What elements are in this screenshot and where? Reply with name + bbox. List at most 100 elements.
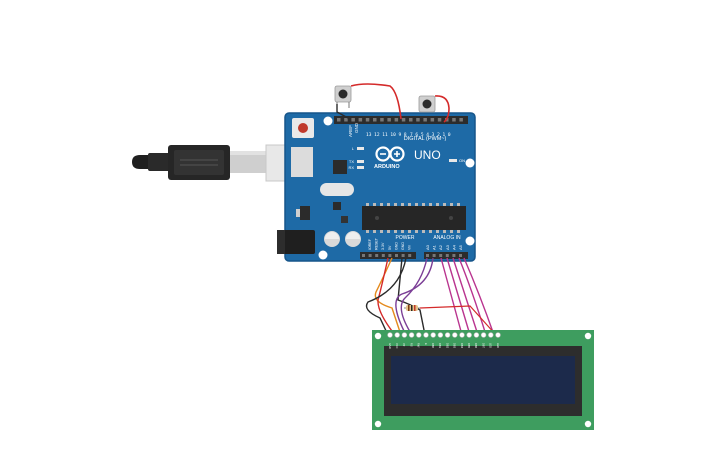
power-pin[interactable]: [381, 254, 385, 257]
analog-pin-label: A0: [425, 244, 430, 250]
power-header[interactable]: [360, 252, 416, 259]
wire-magenta-2[interactable]: [446, 257, 471, 336]
analog-pin[interactable]: [459, 254, 462, 257]
reset-button[interactable]: [292, 118, 314, 138]
digital-pin[interactable]: [437, 118, 442, 122]
analog-pin[interactable]: [452, 254, 456, 257]
led-rx: RX: [348, 165, 364, 170]
digital-pin[interactable]: [337, 118, 341, 122]
digital-header-label: DIGITAL (PWM~): [404, 136, 447, 142]
svg-text:TX: TX: [349, 159, 354, 164]
analog-pin[interactable]: [426, 254, 429, 257]
arduino-uno-board[interactable]: DIGITAL (PWM~) GND AREF 13 12 11 10 9 8 …: [284, 112, 476, 262]
power-header-label: POWER: [396, 235, 415, 241]
lcd-pin[interactable]: [408, 332, 415, 338]
wire-magenta-3[interactable]: [452, 257, 479, 336]
digital-pin[interactable]: [344, 118, 348, 122]
lcd-pin-label: DB4: [460, 343, 464, 349]
lcd-pin[interactable]: [452, 332, 458, 338]
lcd-pin[interactable]: [416, 332, 422, 338]
lcd-pin[interactable]: [488, 332, 494, 338]
digital-pin[interactable]: [452, 118, 456, 122]
lcd-pin[interactable]: [423, 332, 429, 338]
analog-pin[interactable]: [445, 254, 449, 257]
lcd-pin-label: RS: [409, 343, 413, 347]
power-pin-label: 5V: [388, 245, 392, 250]
power-pin[interactable]: [401, 254, 405, 257]
lcd-pin-label: DB6: [474, 343, 478, 349]
lcd-pin-label: LED: [489, 343, 493, 348]
wire-lcd-backlight-red[interactable]: [419, 305, 497, 336]
power-pin[interactable]: [362, 254, 365, 257]
power-pin[interactable]: [375, 254, 379, 257]
lcd-pin[interactable]: [459, 332, 465, 338]
digital-pin[interactable]: [380, 118, 384, 122]
lcd-pin[interactable]: [480, 332, 487, 338]
digital-pin[interactable]: [459, 118, 463, 122]
wire-magenta-5[interactable]: [463, 257, 495, 336]
wire-button1-red[interactable]: [350, 83, 402, 120]
svg-text:ON: ON: [459, 158, 465, 163]
analog-pin[interactable]: [432, 254, 436, 257]
lcd-pin[interactable]: [495, 332, 501, 338]
power-pin-label: GND: [401, 242, 405, 250]
wire-button2-red[interactable]: [434, 95, 450, 123]
wire-purple-2[interactable]: [395, 257, 434, 336]
wire-red-5v[interactable]: [377, 257, 396, 336]
digital-header[interactable]: [334, 116, 468, 124]
arduino-brand: ARDUINO: [374, 164, 400, 170]
lcd-pin[interactable]: [466, 332, 472, 338]
lcd-pin-label: V0: [402, 343, 406, 347]
digital-pin[interactable]: [423, 118, 427, 122]
power-pin-label: RESET: [375, 237, 379, 250]
lcd-pin-label: RW: [417, 343, 421, 348]
pushbutton-2[interactable]: [418, 95, 436, 113]
lcd-pin[interactable]: [473, 332, 480, 338]
analog-pin-label: A3: [445, 244, 450, 250]
wire-black-gnd-1[interactable]: [397, 257, 426, 336]
svg-text:L: L: [352, 146, 355, 151]
digital-pin[interactable]: [416, 118, 420, 122]
power-pin[interactable]: [408, 254, 412, 257]
digital-pin[interactable]: [365, 118, 370, 122]
power-pin-label: IOREF: [368, 238, 372, 250]
digital-pin[interactable]: [373, 118, 377, 122]
resistor[interactable]: [404, 305, 420, 311]
lcd-pin[interactable]: [444, 332, 451, 338]
dc-power-jack[interactable]: [277, 230, 315, 254]
digital-pin[interactable]: [409, 118, 413, 122]
pushbutton-1[interactable]: [334, 85, 352, 108]
lcd-screen: [391, 356, 575, 404]
gnd-label: GND: [354, 122, 359, 133]
lcd-pin-label: GND: [388, 343, 392, 349]
power-pin[interactable]: [395, 254, 398, 257]
lcd-pin-label: LED: [496, 343, 500, 348]
digital-pin[interactable]: [394, 118, 399, 122]
analog-pin[interactable]: [439, 254, 443, 257]
lcd-pin[interactable]: [430, 332, 436, 338]
wire-purple-1[interactable]: [400, 257, 428, 336]
digital-pin[interactable]: [387, 118, 391, 122]
crystal-oscillator: [320, 183, 354, 196]
power-pin[interactable]: [388, 254, 392, 257]
wire-black-gnd-2[interactable]: [365, 257, 407, 336]
led-tx: TX: [349, 159, 364, 164]
wire-orange[interactable]: [374, 257, 402, 336]
lcd-pin[interactable]: [437, 332, 444, 338]
wire-magenta-4[interactable]: [458, 257, 487, 336]
digital-pin[interactable]: [430, 118, 435, 122]
digital-pin[interactable]: [351, 118, 355, 122]
lcd-pin[interactable]: [401, 332, 408, 338]
analog-pin-label: A2: [438, 244, 443, 250]
digital-pin[interactable]: [401, 118, 406, 122]
lcd-pin-label: E: [424, 343, 428, 345]
wire-button1-black[interactable]: [336, 104, 349, 119]
wire-magenta-1[interactable]: [440, 257, 463, 336]
power-pin[interactable]: [368, 254, 372, 257]
lcd-pin[interactable]: [387, 332, 393, 338]
lcd-pin[interactable]: [394, 332, 400, 338]
digital-pin[interactable]: [358, 118, 363, 122]
svg-text:RX: RX: [348, 165, 354, 170]
